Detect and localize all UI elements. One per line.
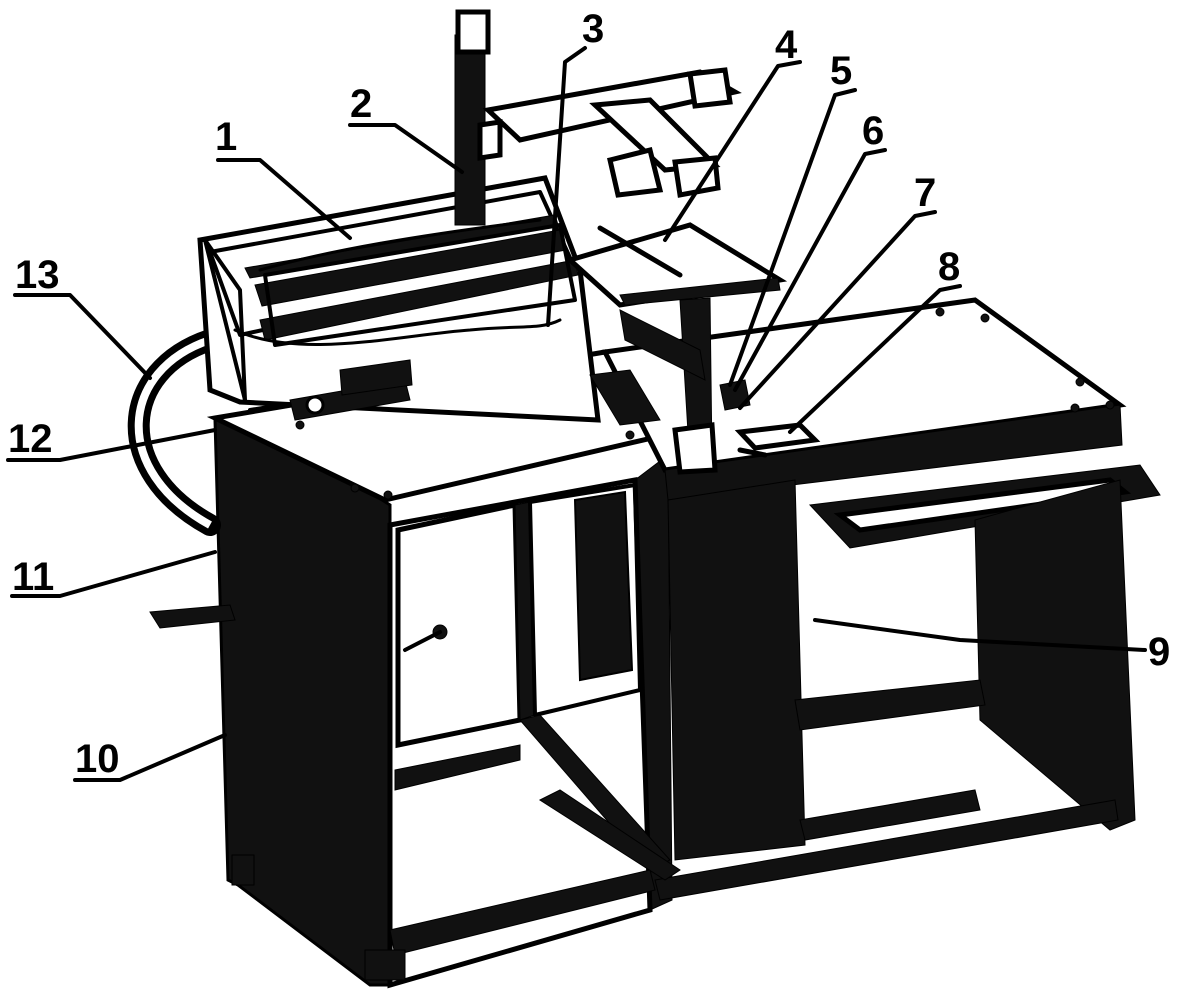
callout-12: 12 bbox=[8, 417, 53, 461]
callout-3: 3 bbox=[582, 7, 604, 51]
leader-line-1 bbox=[216, 158, 352, 240]
upper-frame bbox=[197, 9, 788, 475]
leader-line-10 bbox=[73, 733, 227, 782]
callout-6: 6 bbox=[862, 109, 884, 153]
leader-line-6 bbox=[733, 148, 887, 392]
callout-8: 8 bbox=[938, 245, 960, 289]
leader-line-5 bbox=[728, 88, 857, 387]
callout-13: 13 bbox=[15, 253, 60, 297]
leader-line-7 bbox=[738, 210, 937, 410]
leader-line-8 bbox=[788, 284, 962, 434]
leader-line-2 bbox=[348, 123, 464, 174]
callout-1: 1 bbox=[215, 115, 237, 159]
left-cabinet bbox=[127, 329, 673, 989]
callout-7: 7 bbox=[914, 171, 936, 215]
callout-labels: 1 2 3 4 5 6 7 8 9 10 11 12 13 bbox=[8, 7, 1170, 781]
leader-line-11 bbox=[10, 550, 217, 598]
leader-lines bbox=[6, 46, 1147, 782]
callout-10: 10 bbox=[75, 737, 120, 781]
leader-line-9 bbox=[813, 618, 1147, 652]
callout-9: 9 bbox=[1148, 630, 1170, 674]
callout-5: 5 bbox=[830, 49, 852, 93]
leader-line-3 bbox=[546, 46, 587, 327]
callout-4: 4 bbox=[775, 23, 798, 67]
leader-line-13 bbox=[13, 293, 152, 380]
callout-2: 2 bbox=[350, 82, 372, 126]
leader-line-12 bbox=[6, 428, 217, 462]
callout-11: 11 bbox=[12, 555, 54, 599]
leader-line-4 bbox=[663, 60, 802, 242]
right-table bbox=[295, 297, 1161, 901]
